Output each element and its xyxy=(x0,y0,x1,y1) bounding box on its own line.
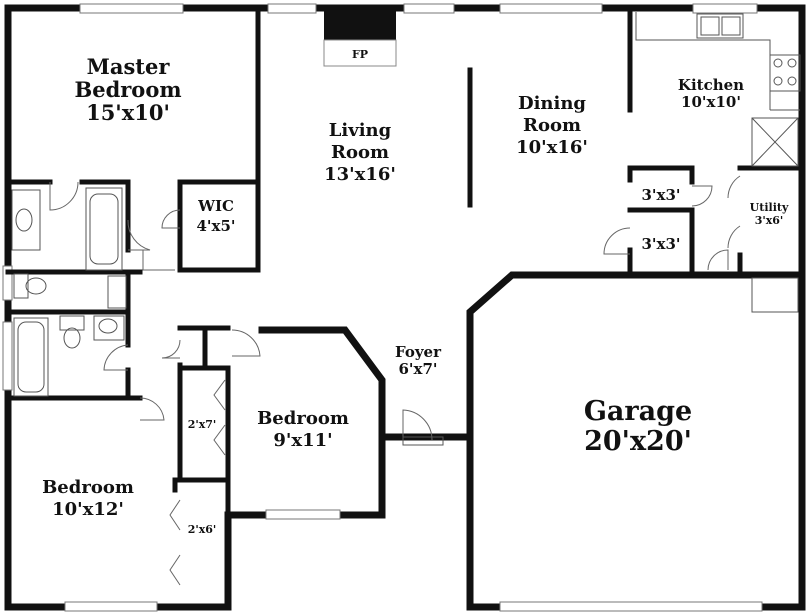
utility-size: 3'x6' xyxy=(755,214,784,227)
fixtures xyxy=(11,12,801,397)
bedroom-middle-size: 9'x11' xyxy=(273,430,332,451)
living-room-label-line2: Room xyxy=(331,142,389,163)
closet-2x7-size: 2'x7' xyxy=(188,418,217,431)
windows xyxy=(2,3,763,612)
dining-room-label-line1: Dining xyxy=(518,93,586,114)
master-bedroom-label-line1: Master xyxy=(87,54,171,79)
foyer-size: 6'x7' xyxy=(398,360,437,378)
interior-walls xyxy=(5,5,805,518)
fireplace-label: FP xyxy=(352,48,368,61)
kitchen-label: Kitchen xyxy=(678,76,744,94)
utility-label: Utility xyxy=(750,201,789,214)
closet-3x3-lower-size: 3'x3' xyxy=(641,235,680,253)
closet-2x6-size: 2'x6' xyxy=(188,523,217,536)
doors xyxy=(49,175,741,586)
foyer-label: Foyer xyxy=(395,343,442,361)
living-room-size: 13'x16' xyxy=(324,164,396,185)
wic-label: WIC xyxy=(197,197,234,215)
closet-3x3-upper-size: 3'x3' xyxy=(641,186,680,204)
living-room-label-line1: Living xyxy=(329,120,392,141)
dining-room-size: 10'x16' xyxy=(516,137,588,158)
room-labels: Master Bedroom 15'x10' Living Room 13'x1… xyxy=(42,54,789,536)
bedroom-left-size: 10'x12' xyxy=(52,499,124,520)
master-bedroom-label-line2: Bedroom xyxy=(74,77,181,102)
kitchen-size: 10'x10' xyxy=(681,93,741,111)
master-bedroom-size: 15'x10' xyxy=(86,100,170,125)
garage-size: 20'x20' xyxy=(584,426,692,457)
garage-label: Garage xyxy=(584,396,692,427)
bedroom-left-label: Bedroom xyxy=(42,477,134,498)
bedroom-middle-label: Bedroom xyxy=(257,408,349,429)
dining-room-label-line2: Room xyxy=(523,115,581,136)
wic-size: 4'x5' xyxy=(196,217,235,235)
fireplace: FP xyxy=(323,8,397,67)
